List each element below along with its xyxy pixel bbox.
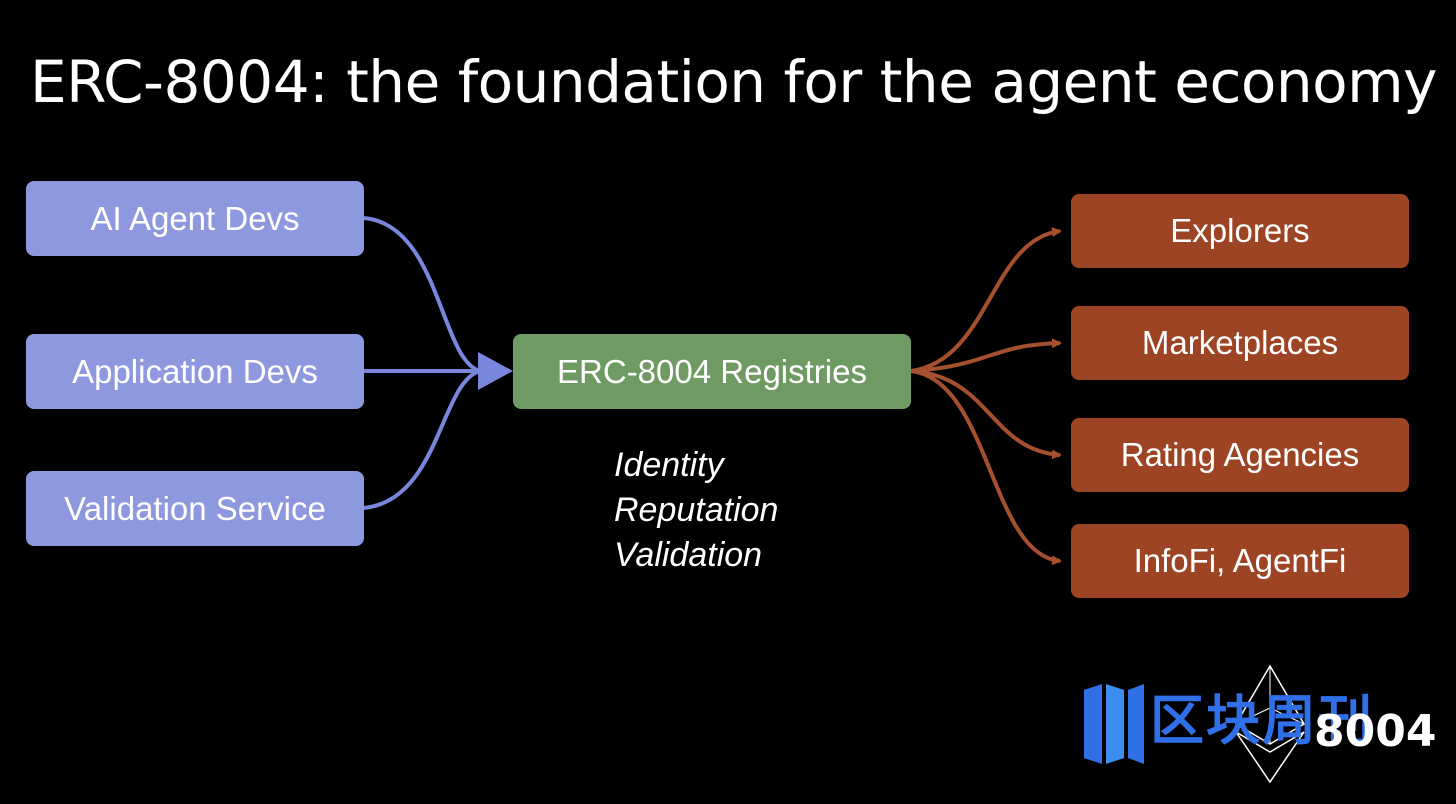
target-box-rating-agencies: Rating Agencies (1071, 418, 1409, 492)
target-label: InfoFi, AgentFi (1133, 542, 1347, 579)
source-label: Validation Service (64, 489, 326, 527)
connector-explorers (910, 227, 1062, 373)
hub-box-erc8004-registries: ERC-8004 Registries (513, 334, 911, 409)
hub-input-arrowhead-icon (478, 352, 513, 390)
hub-label: ERC-8004 Registries (557, 352, 867, 390)
target-box-infofi-agentfi: InfoFi, AgentFi (1071, 524, 1409, 598)
source-box-ai-agent-devs: AI Agent Devs (26, 181, 364, 256)
target-label: Explorers (1170, 212, 1310, 249)
target-label: Marketplaces (1141, 324, 1339, 361)
watermark-brand-text: 区块周刊 (1150, 689, 1374, 752)
brand-bars-icon (1084, 684, 1144, 764)
feature-identity: Identity (614, 446, 724, 484)
slide-title: ERC-8004: the foundation for the agent e… (30, 48, 1437, 116)
target-box-explorers: Explorers (1071, 194, 1409, 268)
ethereum-diamond-icon (1234, 664, 1306, 784)
connector-ai-agent-devs (363, 216, 481, 373)
watermark: 区块周刊 8004 (1080, 660, 1440, 790)
hub-features-list: Identity Reputation Validation (614, 443, 778, 578)
source-label: Application Devs (72, 352, 318, 390)
connector-infofi-agentfi (910, 369, 1062, 566)
source-box-validation-service: Validation Service (26, 471, 364, 546)
feature-validation: Validation (614, 536, 763, 574)
source-label: AI Agent Devs (90, 199, 300, 237)
connector-rating-agencies (910, 369, 1062, 460)
target-label: Rating Agencies (1120, 436, 1360, 473)
watermark-logo-text: 8004 (1314, 706, 1437, 757)
target-box-marketplaces: Marketplaces (1071, 306, 1409, 380)
source-box-application-devs: Application Devs (26, 334, 364, 409)
feature-reputation: Reputation (614, 491, 779, 529)
connector-validation-service (363, 369, 481, 510)
connector-marketplaces (910, 338, 1062, 373)
